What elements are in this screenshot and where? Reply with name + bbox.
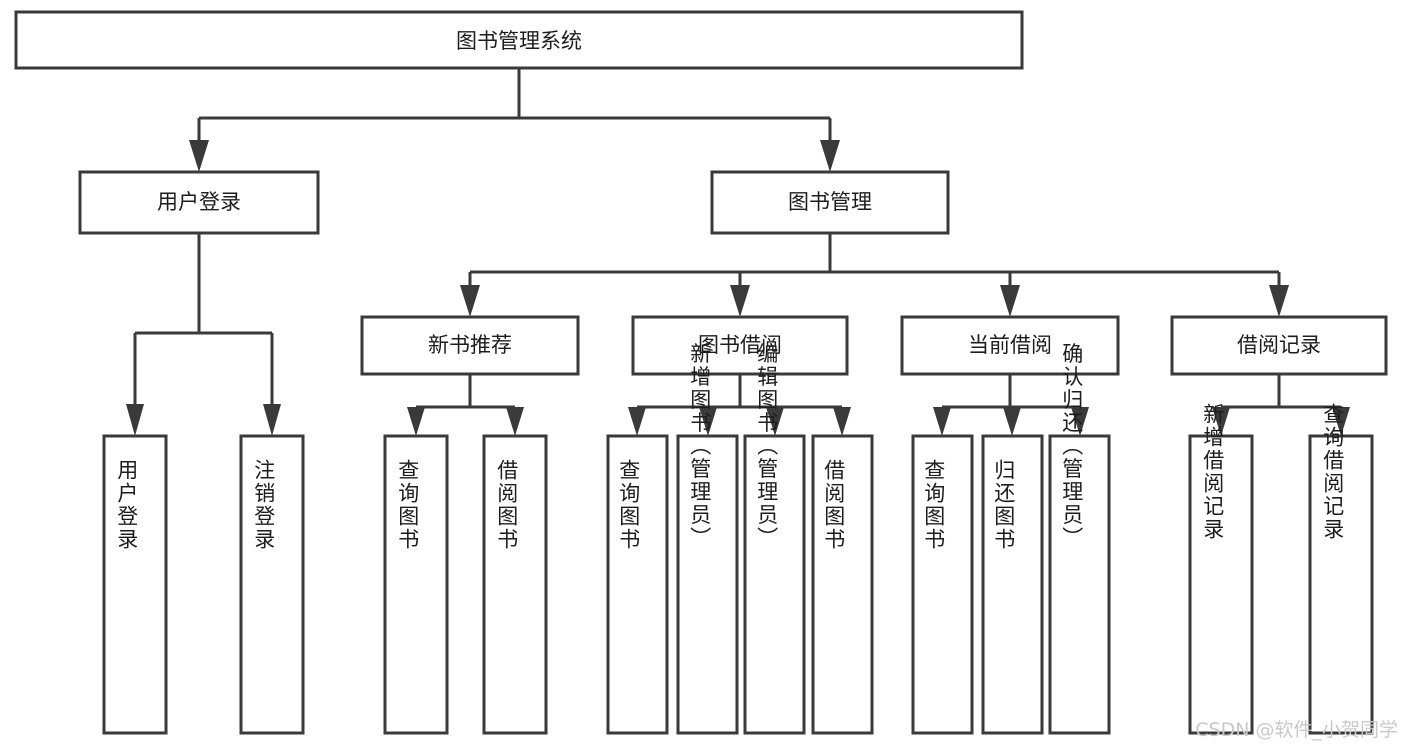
leaf-node-query-book-borrow-label: 查询图书 (617, 459, 641, 551)
connector-group-user-login (126, 233, 281, 436)
leaf-node-logout-label: 注销登录 (252, 459, 276, 551)
leaf-node-confirm-return-admin-label: 确认归还（管理员） (1060, 343, 1084, 550)
arrow-current-b2-icon (1003, 407, 1021, 436)
arrow-borrow-b4-icon (833, 407, 851, 436)
node-book-management[interactable]: 图书管理 (710, 170, 950, 235)
connector-group-book-mgmt (460, 233, 1289, 317)
node-current-borrow-label: 当前借阅 (968, 333, 1052, 357)
leaf-node-query-borrow-record-box (1308, 434, 1374, 735)
arrow-newbook-b2-icon (506, 407, 524, 436)
leaf-node-query-book-newbook[interactable]: 查询图书 (383, 434, 449, 735)
arrow-current-b3-icon (1071, 407, 1089, 436)
node-new-book-recommend[interactable]: 新书推荐 (360, 315, 580, 376)
leaf-node-confirm-return-admin-box (1048, 434, 1111, 735)
leaf-node-query-book-borrow-box (606, 434, 669, 735)
arrow-user-b2-icon (263, 404, 281, 436)
connector-group-root (189, 68, 840, 172)
node-user-login-box (78, 170, 320, 235)
arrow-bookmgmt-b4-icon (1269, 285, 1289, 317)
leaf-node-borrow-book-newbook-label: 借阅图书 (495, 459, 519, 551)
leaf-node-edit-book-admin[interactable]: 编辑图书（管理员） (743, 343, 806, 735)
node-book-management-box (710, 170, 950, 235)
leaf-node-return-book-label: 归还图书 (992, 459, 1016, 551)
arrow-borrow-b1-icon (628, 407, 646, 436)
node-book-borrow[interactable]: 图书借阅 (631, 315, 849, 376)
leaf-node-query-book-borrow[interactable]: 查询图书 (606, 434, 669, 735)
leaf-node-confirm-return-admin[interactable]: 确认归还（管理员） (1048, 343, 1111, 735)
node-borrow-record-label: 借阅记录 (1237, 333, 1321, 357)
csdn-watermark: CSDN @软件_小贺同学 (1195, 719, 1398, 741)
leaf-node-query-book-current[interactable]: 查询图书 (911, 434, 974, 735)
leaf-node-borrow-book-newbook[interactable]: 借阅图书 (482, 434, 548, 735)
connector-group-new-book (407, 374, 524, 436)
leaf-node-user-login-label: 用户登录 (115, 459, 139, 551)
arrow-record-b1-icon (1212, 407, 1230, 436)
leaf-node-add-book-admin-label: 新增图书（管理员） (688, 343, 712, 550)
leaf-node-query-borrow-record-label: 查询借阅记录 (1321, 403, 1345, 541)
leaf-node-query-book-newbook-box (383, 434, 449, 735)
node-borrow-record-box (1170, 315, 1388, 376)
node-book-borrow-box (631, 315, 849, 376)
node-borrow-record[interactable]: 借阅记录 (1170, 315, 1388, 376)
leaf-node-borrow-book-label: 借阅图书 (822, 459, 846, 551)
node-new-book-recommend-box (360, 315, 580, 376)
arrow-borrow-b2-icon (699, 407, 717, 436)
node-new-book-recommend-label: 新书推荐 (428, 333, 512, 357)
node-root[interactable]: 图书管理系统 (14, 10, 1024, 70)
leaf-node-user-login-box (102, 434, 168, 735)
leaf-node-add-borrow-record[interactable]: 新增借阅记录 (1188, 403, 1254, 735)
node-book-borrow-label: 图书借阅 (698, 333, 782, 357)
leaf-node-query-book-newbook-label: 查询图书 (396, 459, 420, 551)
leaf-node-query-borrow-record[interactable]: 查询借阅记录 (1308, 403, 1374, 735)
leaf-node-query-book-current-label: 查询图书 (922, 459, 946, 551)
arrow-borrow-b3-icon (766, 407, 784, 436)
arrow-newbook-b1-icon (407, 407, 425, 436)
arrow-bookmgmt-b3-icon (1000, 285, 1020, 317)
leaf-node-edit-book-admin-box (743, 434, 806, 735)
leaf-node-borrow-book-box (811, 434, 874, 735)
arrow-record-b2-icon (1332, 407, 1350, 436)
node-book-management-label: 图书管理 (788, 190, 872, 214)
node-current-borrow-box (900, 315, 1120, 376)
node-user-login-label: 用户登录 (157, 190, 241, 214)
arrow-root-to-user-icon (189, 140, 209, 172)
node-current-borrow[interactable]: 当前借阅 (900, 315, 1120, 376)
node-user-login[interactable]: 用户登录 (78, 170, 320, 235)
arrow-current-b1-icon (933, 407, 951, 436)
arrow-bookmgmt-b1-icon (460, 285, 480, 317)
leaf-node-borrow-book[interactable]: 借阅图书 (811, 434, 874, 735)
connector-group-book-borrow (628, 374, 851, 436)
leaf-node-return-book-box (981, 434, 1044, 735)
node-root-box (14, 10, 1024, 70)
leaf-node-return-book[interactable]: 归还图书 (981, 434, 1044, 735)
connector-group-current-borrow (933, 374, 1089, 436)
leaf-node-logout-box (239, 434, 305, 735)
leaf-node-add-book-admin-box (676, 434, 739, 735)
leaf-node-user-login[interactable]: 用户登录 (102, 434, 168, 735)
arrow-root-to-book-icon (820, 140, 840, 172)
node-root-label: 图书管理系统 (456, 29, 582, 53)
arrow-bookmgmt-b2-icon (730, 285, 750, 317)
leaf-node-query-book-current-box (911, 434, 974, 735)
leaf-node-edit-book-admin-label: 编辑图书（管理员） (755, 343, 779, 550)
leaf-node-logout[interactable]: 注销登录 (239, 434, 305, 735)
leaf-node-add-borrow-record-box (1188, 434, 1254, 735)
leaf-node-borrow-book-newbook-box (482, 434, 548, 735)
leaf-node-add-borrow-record-label: 新增借阅记录 (1201, 403, 1225, 541)
arrow-user-b1-icon (126, 404, 144, 436)
leaf-node-add-book-admin[interactable]: 新增图书（管理员） (676, 343, 739, 735)
connector-group-borrow-record (1212, 374, 1350, 436)
